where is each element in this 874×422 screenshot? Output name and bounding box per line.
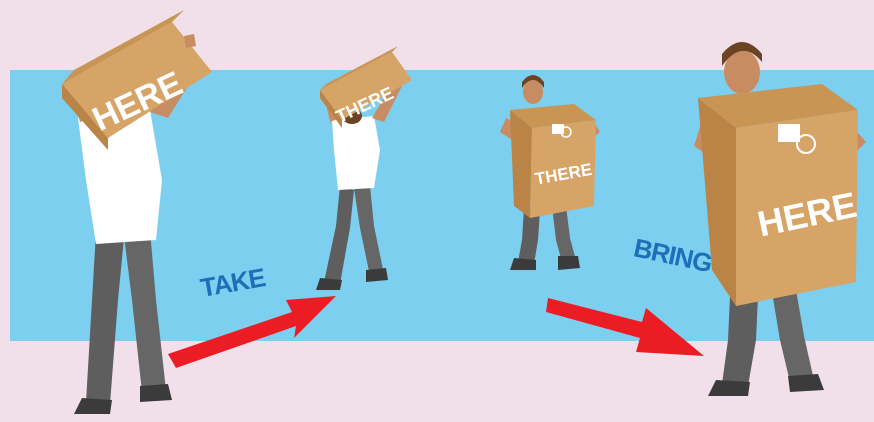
figure-3-box: THERE: [510, 104, 596, 218]
figure-4-box: HERE: [698, 84, 860, 306]
